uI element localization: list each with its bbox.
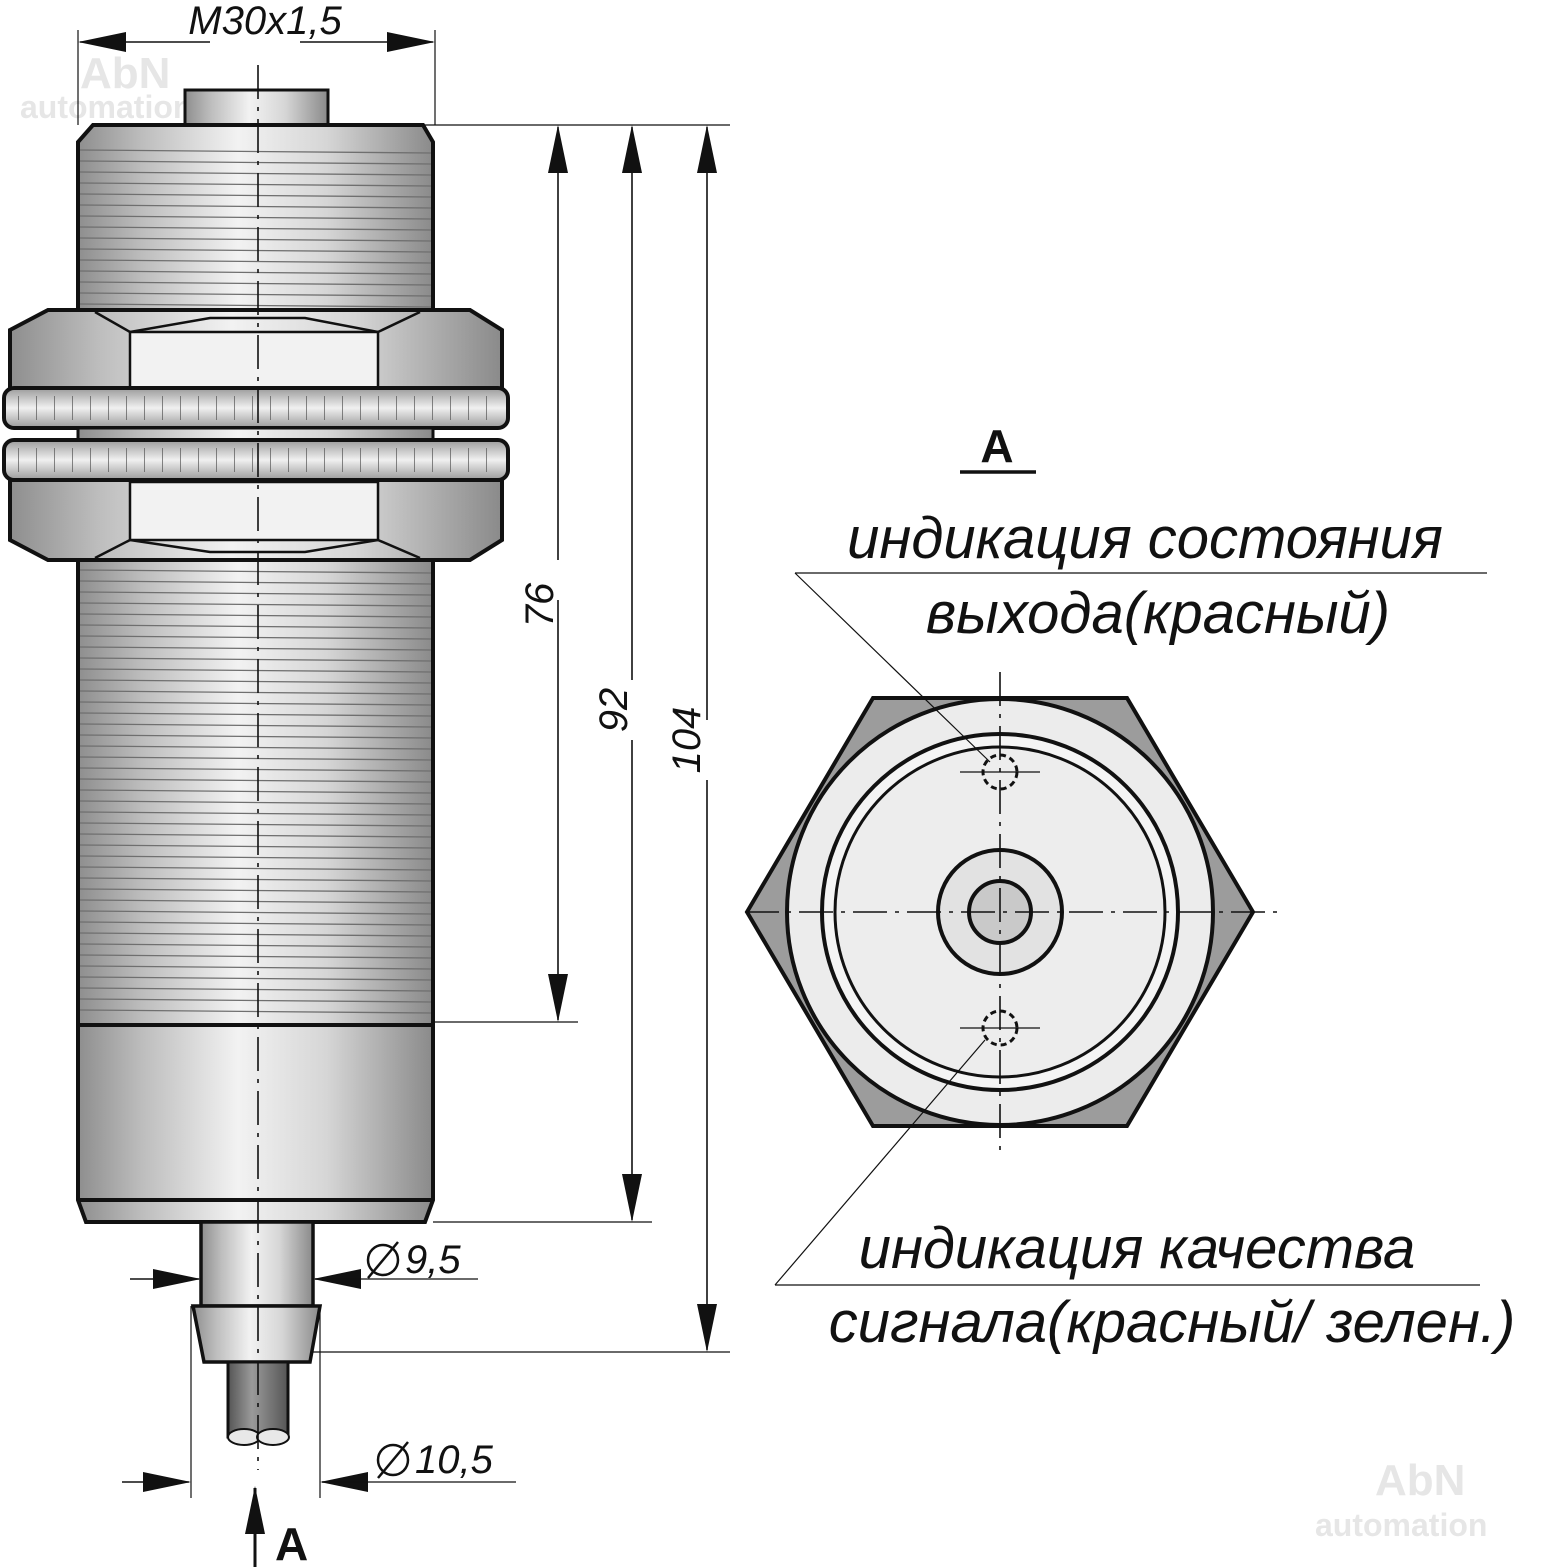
thread-line [79,789,432,794]
cable-gland-end [190,1304,323,1364]
thread-line [79,624,432,629]
bottom-callout-line1: индикация качества [859,1216,1416,1281]
watermark-sub-bottom: automation [1315,1507,1487,1543]
thread-line [79,844,432,849]
thread-line [79,690,432,695]
thread-line [79,215,432,220]
thread-line [79,248,432,253]
thread-line [79,745,432,750]
thread-line [79,182,432,187]
diameter-icon [366,1241,400,1279]
thread-line [79,954,432,959]
thread-line [79,877,432,882]
thread-line [79,712,432,717]
thread-line [79,811,432,816]
thread-line [79,987,432,992]
lower-hex-nut [8,478,504,562]
dia-10-5-label: 10,5 [415,1438,494,1482]
bottom-callout-leader [774,1039,986,1286]
thread-line [79,921,432,926]
thread-line [79,734,432,739]
thread-line [79,193,432,198]
cable-core-2 [256,1428,290,1446]
thread-line [79,635,432,640]
thread-line [79,679,432,684]
thread-line [79,778,432,783]
smooth-body [76,1023,435,1224]
thread-line [79,160,432,165]
thread-line [79,998,432,1003]
cable-core-1 [227,1428,261,1446]
thread-line [79,833,432,838]
thread-line [79,646,432,651]
thread-line [79,591,432,596]
top-cap [183,88,330,128]
dimension-lines: M30x1,5 76 92 104 9,5 [77,0,730,1567]
thread-line [79,701,432,706]
view-a-arrow-label: A [275,1518,308,1567]
upper-thread-lines [79,149,432,308]
thread-line [79,910,432,915]
thread-line [79,899,432,904]
thread-line [79,866,432,871]
thread-line [79,965,432,970]
upper-washer-knurl [14,396,498,420]
upper-hex-nut [8,308,504,392]
thread-line [79,204,432,209]
thread-line [79,602,432,607]
dim-76-label: 76 [518,582,562,627]
thread-line [79,723,432,728]
thread-line [79,237,432,242]
thread-line [79,1009,432,1014]
lower-thread-lines [79,569,432,1014]
thread-line [79,855,432,860]
thread-line [79,767,432,772]
sensor-side-view [2,65,510,1470]
thread-line [79,171,432,176]
thread-line [79,149,432,154]
thread-line [79,756,432,761]
thread-line [79,943,432,948]
view-a-title: A [980,420,1013,472]
thread-line [79,613,432,618]
view-a: A индикация состояния выхода(красный) ин… [744,420,1516,1355]
lower-washer-knurl [14,448,498,472]
dim-104-label: 104 [665,707,709,774]
thread-line [79,800,432,805]
thread-line [79,657,432,662]
top-callout-line2: выхода(красный) [926,581,1390,646]
watermark-brand-bottom: AbN [1375,1456,1465,1505]
thread-line [79,226,432,231]
thread-dimension-label: M30x1,5 [188,0,342,43]
bottom-callout-line2: сигнала(красный/ зелен.) [829,1290,1516,1355]
diameter-icon [376,1441,410,1479]
cable-sleeve [199,1220,315,1308]
thread-line [79,569,432,574]
top-callout-leader [794,572,991,763]
thread-line [79,259,432,264]
thread-line [79,270,432,275]
thread-line [79,303,432,308]
thread-line [79,668,432,673]
thread-line [79,822,432,827]
thread-line [79,932,432,937]
watermark-sub-top: automation [20,89,192,125]
thread-line [79,281,432,286]
thread-line [79,888,432,893]
top-callout-line1: индикация состояния [847,506,1443,571]
thread-line [79,292,432,297]
thread-line [79,580,432,585]
dia-9-5-label: 9,5 [405,1238,461,1282]
thread-line [79,976,432,981]
watermark-brand-top: AbN [80,49,170,98]
dim-92-label: 92 [592,688,636,733]
